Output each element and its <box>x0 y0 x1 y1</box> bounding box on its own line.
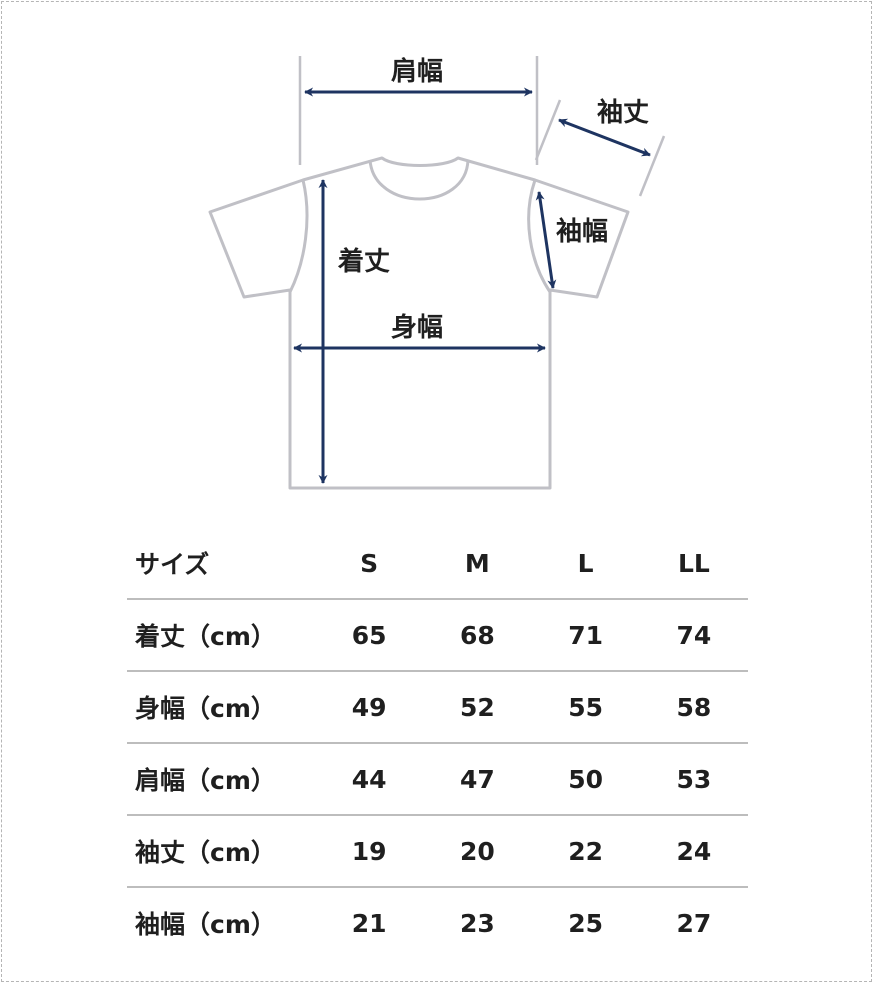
table-cell: 49 <box>315 670 424 743</box>
row-label: 袖幅（cm） <box>127 886 315 958</box>
row-label: 袖丈（cm） <box>127 814 315 887</box>
table-cell: 20 <box>423 814 532 887</box>
table-cell: 55 <box>531 670 640 743</box>
size-header-l: L <box>577 548 594 578</box>
table-cell: 65 <box>315 598 424 671</box>
size-header-m: M <box>464 548 490 578</box>
table-cell: 19 <box>315 814 424 887</box>
tshirt-body-outline <box>208 156 630 490</box>
diagram-labels: 肩幅 袖丈 袖幅 着丈 身幅 <box>337 56 649 343</box>
table-row: 着丈（cm） 65 68 71 74 <box>127 598 748 671</box>
table-cell: 44 <box>315 742 424 815</box>
shoulder-width-label: 肩幅 <box>391 56 443 87</box>
table-cell: 21 <box>315 886 424 958</box>
size-header-label: サイズ <box>135 550 210 579</box>
table-cell: 52 <box>423 670 532 743</box>
tshirt-diagram: 肩幅 袖丈 袖幅 着丈 身幅 <box>208 56 666 490</box>
table-cell: 74 <box>639 598 748 671</box>
table-cell: 25 <box>531 886 640 958</box>
table-cell: 23 <box>423 886 532 958</box>
row-label: 着丈（cm） <box>127 598 315 671</box>
table-cell: 68 <box>423 598 532 671</box>
table-row: 肩幅（cm） 44 47 50 53 <box>127 742 748 815</box>
table-row: 袖丈（cm） 19 20 22 24 <box>127 814 748 887</box>
neckline-outline <box>368 159 470 201</box>
sleeve-length-label: 袖丈 <box>597 97 649 128</box>
table-cell: 47 <box>423 742 532 815</box>
sleeve-width-arrow <box>535 191 557 289</box>
guide-lines <box>298 56 666 197</box>
table-cell: 53 <box>639 742 748 815</box>
body-length-label: 着丈 <box>337 246 390 277</box>
sleeve-width-label: 袖幅 <box>556 216 608 247</box>
size-header-ll: LL <box>677 548 710 578</box>
body-width-label: 身幅 <box>391 312 443 343</box>
size-table: サイズ S M L LL 着丈（cm） 65 68 71 74 身幅（cm） 4… <box>127 528 748 958</box>
row-label: 肩幅（cm） <box>127 742 315 815</box>
table-cell: 22 <box>531 814 640 887</box>
table-cell: 27 <box>639 886 748 958</box>
size-header-row: サイズ S M L LL <box>127 528 748 599</box>
table-cell: 24 <box>639 814 748 887</box>
table-cell: 71 <box>531 598 640 671</box>
table-row: 身幅（cm） 49 52 55 58 <box>127 670 748 743</box>
sleeve-length-arrow <box>558 118 651 157</box>
measurement-arrows <box>293 87 651 484</box>
table-row: 袖幅（cm） 21 23 25 27 <box>127 886 748 958</box>
size-header-s: S <box>360 548 379 578</box>
sleeve-guide-right <box>638 135 666 197</box>
table-cell: 50 <box>531 742 640 815</box>
left-armhole-outline <box>288 179 309 293</box>
sleeve-guide-left <box>534 99 562 161</box>
row-label: 身幅（cm） <box>127 670 315 743</box>
table-cell: 58 <box>639 670 748 743</box>
